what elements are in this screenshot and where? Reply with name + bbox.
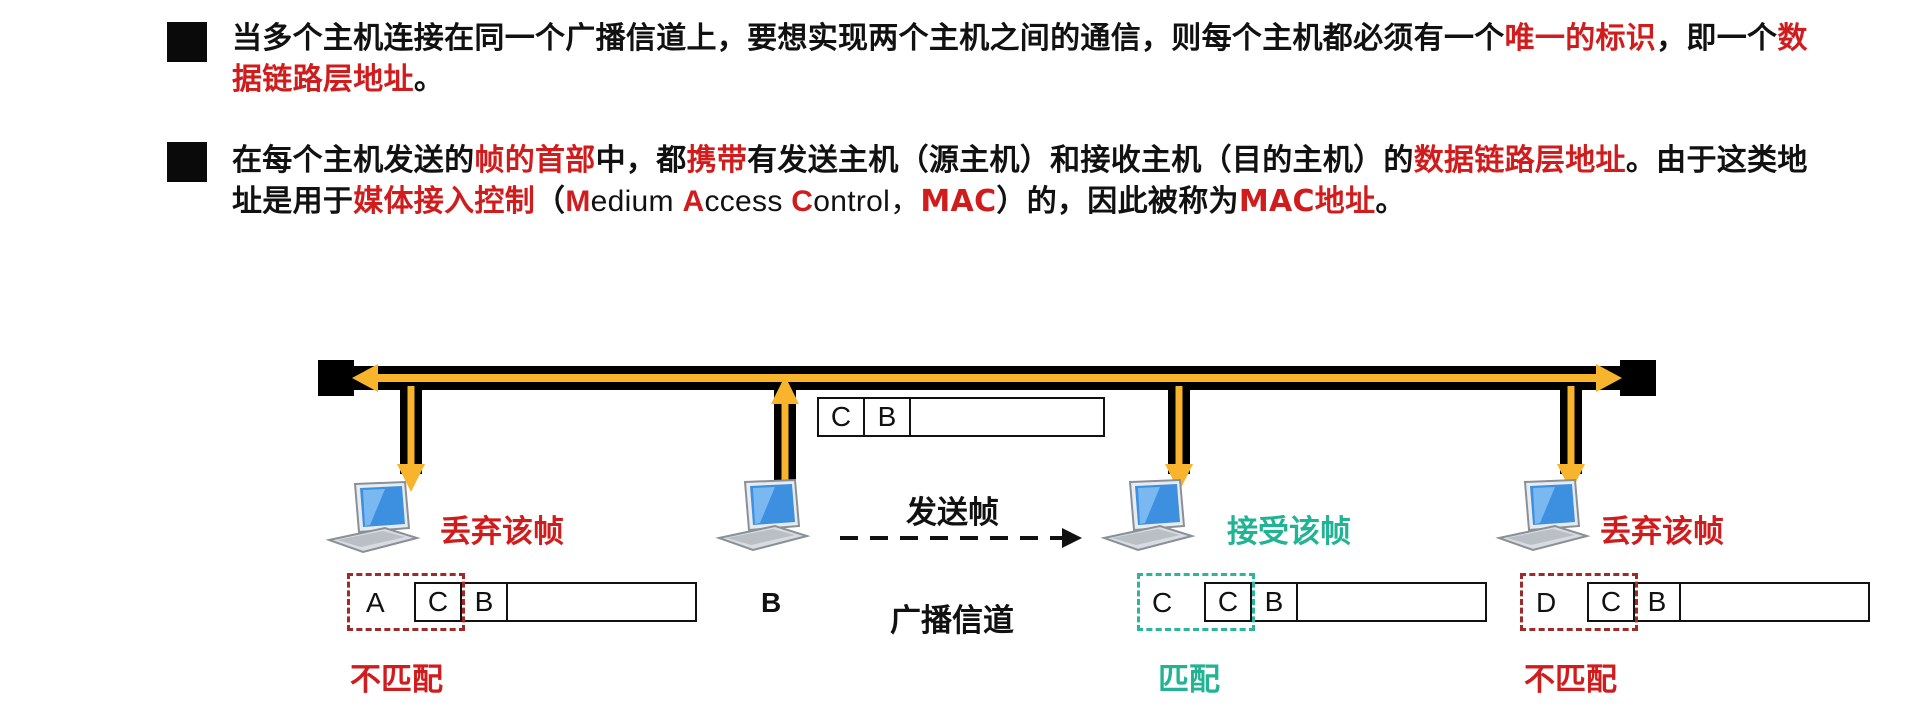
host-c-received-frame: C B (1204, 582, 1487, 622)
host-a-address: A (366, 587, 385, 618)
p1-text-1: 当多个主机连接在同一个广播信道上，要想实现两个主机之间的通信，则每个主机都必须有… (232, 21, 1505, 56)
laptop-b-icon (715, 478, 811, 552)
paragraph-1: 当多个主机连接在同一个广播信道上，要想实现两个主机之间的通信，则每个主机都必须有… (232, 18, 1832, 100)
host-a-frame-dest: C (416, 584, 462, 620)
laptop-a-icon (325, 480, 421, 554)
p2-highlight-mac-address: MAC地址 (1238, 184, 1376, 219)
p2-highlight-carry: 携带 (686, 143, 748, 178)
p2-text-1: 在每个主机发送的 (232, 143, 475, 178)
sent-frame-dest: C (819, 399, 865, 435)
bullet-1 (167, 22, 207, 62)
sent-frame-payload (911, 399, 1103, 435)
p2-letter-c: C (791, 185, 814, 218)
host-c-frame-payload (1298, 584, 1485, 620)
host-c-address: C (1152, 587, 1173, 618)
host-c-frame-dest: C (1206, 584, 1252, 620)
p2-word-ontrol: ontrol， (813, 185, 921, 218)
p2-text-6: ）的，因此被称为 (996, 184, 1239, 219)
host-d-action: 丢弃该帧 (1600, 514, 1724, 550)
host-d-compare-box (1520, 573, 1638, 631)
paragraph-2: 在每个主机发送的帧的首部中，都携带有发送主机（源主机）和接收主机（目的主机）的数… (232, 140, 1832, 222)
host-c-frame-src: B (1252, 584, 1298, 620)
p2-word-edium: edium (590, 185, 683, 218)
host-a-received-frame: C B (414, 582, 697, 622)
host-d-address: D (1536, 587, 1557, 618)
bus-terminator-right (1620, 360, 1656, 396)
p1-highlight-unique-id: 唯一的标识 (1504, 21, 1657, 56)
sent-frame-src: B (865, 399, 911, 435)
p2-word-ccess: ccess (704, 185, 792, 218)
bus-arrow-left (352, 364, 378, 392)
drop-arrow-d (1557, 464, 1585, 492)
p2-highlight-frame-header: 帧的首部 (474, 143, 596, 178)
p2-highlight-mac-control: 媒体接入控制 (353, 184, 536, 219)
host-d-received-frame: C B (1587, 582, 1870, 622)
host-d-frame-payload (1681, 584, 1868, 620)
p2-letter-a: A (682, 185, 705, 218)
bus-terminator-left (318, 360, 354, 396)
laptop-d-icon (1495, 478, 1591, 552)
host-c-action: 接受该帧 (1227, 514, 1351, 550)
p2-text-5: （ (535, 184, 566, 219)
drop-arrow-c (1165, 464, 1193, 492)
bus-arrow-right (1596, 364, 1622, 392)
host-d-match: 不匹配 (1524, 662, 1617, 698)
p2-letter-m: M (565, 185, 591, 218)
host-d-frame-src: B (1635, 584, 1681, 620)
p2-text-7: 。 (1375, 184, 1406, 219)
p2-text-3: 有发送主机（源主机）和接收主机（目的主机）的 (747, 143, 1414, 178)
host-a-action: 丢弃该帧 (440, 514, 564, 550)
p2-text-2: 中，都 (595, 143, 687, 178)
host-a-compare-box (347, 573, 465, 631)
broadcast-channel-label: 广播信道 (890, 603, 1014, 639)
host-a-frame-payload (508, 584, 695, 620)
host-d-frame-dest: C (1589, 584, 1635, 620)
p2-text-4: 。由于这类地址是用于 (232, 143, 1808, 219)
p1-highlight-dll-address: 数据链路层地址 (232, 21, 1808, 97)
send-frame-label: 发送帧 (906, 495, 999, 531)
p1-text-2: ，即一个 (1656, 21, 1778, 56)
p1-text-3: 。 (413, 62, 445, 97)
host-c-match: 匹配 (1158, 662, 1220, 698)
host-c-compare-box (1137, 573, 1255, 631)
host-a-match: 不匹配 (350, 662, 443, 698)
host-a-frame-src: B (462, 584, 508, 620)
bullet-2 (167, 142, 207, 182)
send-arrow-head (1062, 528, 1082, 548)
laptop-c-icon (1100, 478, 1196, 552)
p2-highlight-mac: MAC (920, 184, 997, 219)
drop-arrow-a (397, 464, 425, 492)
drop-arrow-b (771, 376, 799, 404)
host-b-address: B (761, 587, 782, 618)
sent-frame: C B (817, 397, 1105, 437)
p2-highlight-dll-address: 数据链路层地址 (1413, 143, 1626, 178)
